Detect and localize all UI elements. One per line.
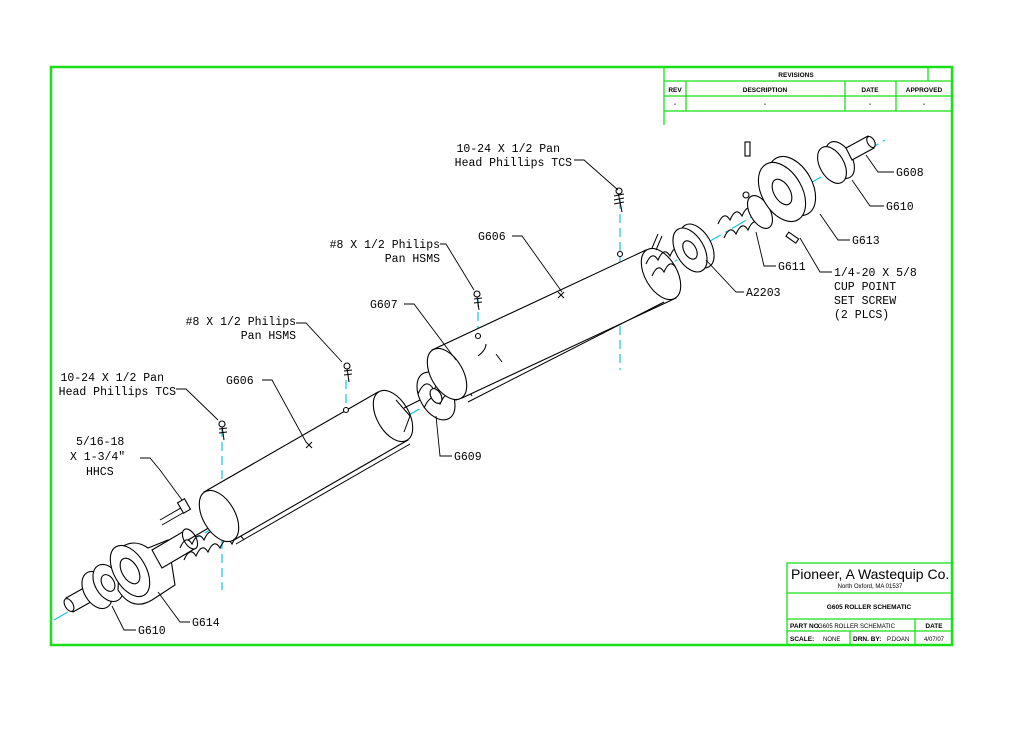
callout-hhcs-line2: X 1-3/4"	[70, 451, 125, 464]
callout-set-screw-line3: SET SCREW	[834, 295, 896, 308]
date-value: -	[869, 101, 871, 108]
callout-hhcs-line1: 5/16-18	[76, 436, 124, 449]
leader-lines	[111, 154, 894, 631]
callout-a2203: A2203	[746, 287, 781, 300]
callout-tcs-left-line2: Head Phillips TCS	[59, 386, 176, 399]
callout-tcs-left-line1: 10-24 X 1/2 Pan	[60, 372, 164, 385]
callout-tcs-right-line1: 10-24 X 1/2 Pan	[456, 143, 560, 156]
description-value: -	[764, 101, 766, 108]
part-no-label: PART NO.	[790, 623, 821, 630]
date-label: DATE	[925, 623, 943, 630]
date-value: 4/07/07	[924, 637, 945, 643]
callout-hsms-left-line1: #8 X 1/2 Philips	[186, 316, 296, 329]
approved-value: -	[923, 101, 925, 108]
callout-g614: G614	[192, 617, 220, 630]
callout-hhcs-line3: HHCS	[86, 466, 114, 479]
title-block: Pioneer, A Wastequip Co. North Oxford, M…	[786, 562, 953, 646]
drawing-title: G605 ROLLER SCHEMATIC	[827, 604, 912, 611]
callout-g608: G608	[896, 167, 924, 180]
callout-tcs-right-line2: Head Phillips TCS	[455, 157, 572, 170]
scale-value: NONE	[823, 637, 840, 643]
left-tube-g606	[198, 389, 414, 545]
callout-labels: 10-24 X 1/2 Pan Head Phillips TCS #8 X 1…	[59, 143, 924, 638]
sheet-border	[49, 65, 954, 647]
revisions-table: REVISIONS REV DESCRIPTION DATE APPROVED …	[663, 66, 953, 125]
approved-header: APPROVED	[906, 87, 943, 94]
callout-hsms-right-line1: #8 X 1/2 Philips	[330, 239, 440, 252]
callout-g607: G607	[370, 299, 398, 312]
callout-set-screw-line4: (2 PLCS)	[834, 309, 889, 322]
drawn-by-label: DRN. BY:	[853, 636, 881, 643]
company-name: Pioneer, A Wastequip Co.	[791, 566, 949, 582]
scale-label: SCALE:	[790, 636, 814, 643]
callout-g610-left: G610	[138, 625, 166, 638]
right-end-assembly	[613, 135, 876, 273]
set-screw-side	[785, 231, 800, 244]
callout-g611: G611	[778, 261, 806, 274]
rev-header: REV	[668, 87, 682, 94]
callout-g613: G613	[852, 235, 880, 248]
callout-g606-left: G606	[226, 375, 254, 388]
description-header: DESCRIPTION	[743, 87, 788, 94]
callout-hsms-right-line2: Pan HSMS	[385, 253, 440, 266]
company-address: North Oxford, MA 01537	[838, 584, 903, 590]
set-screw-top	[744, 141, 751, 157]
callout-set-screw-line1: 1/4-20 X 5/8	[834, 267, 917, 280]
callout-set-screw-line2: CUP POINT	[834, 281, 896, 294]
callout-g610-right: G610	[886, 201, 914, 214]
drawn-by-value: P.DOAN	[887, 637, 909, 643]
rev-value: -	[674, 101, 676, 108]
callout-hsms-left-line2: Pan HSMS	[241, 330, 296, 343]
callout-g609: G609	[454, 451, 482, 464]
part-no-value: G605 ROLLER SCHEMATIC	[818, 624, 896, 630]
revisions-title: REVISIONS	[778, 72, 814, 79]
right-tube-g606	[426, 233, 683, 403]
left-end-assembly	[63, 498, 199, 613]
fasteners	[218, 290, 483, 441]
date-header: DATE	[861, 87, 879, 94]
callout-g606-right: G606	[478, 231, 506, 244]
